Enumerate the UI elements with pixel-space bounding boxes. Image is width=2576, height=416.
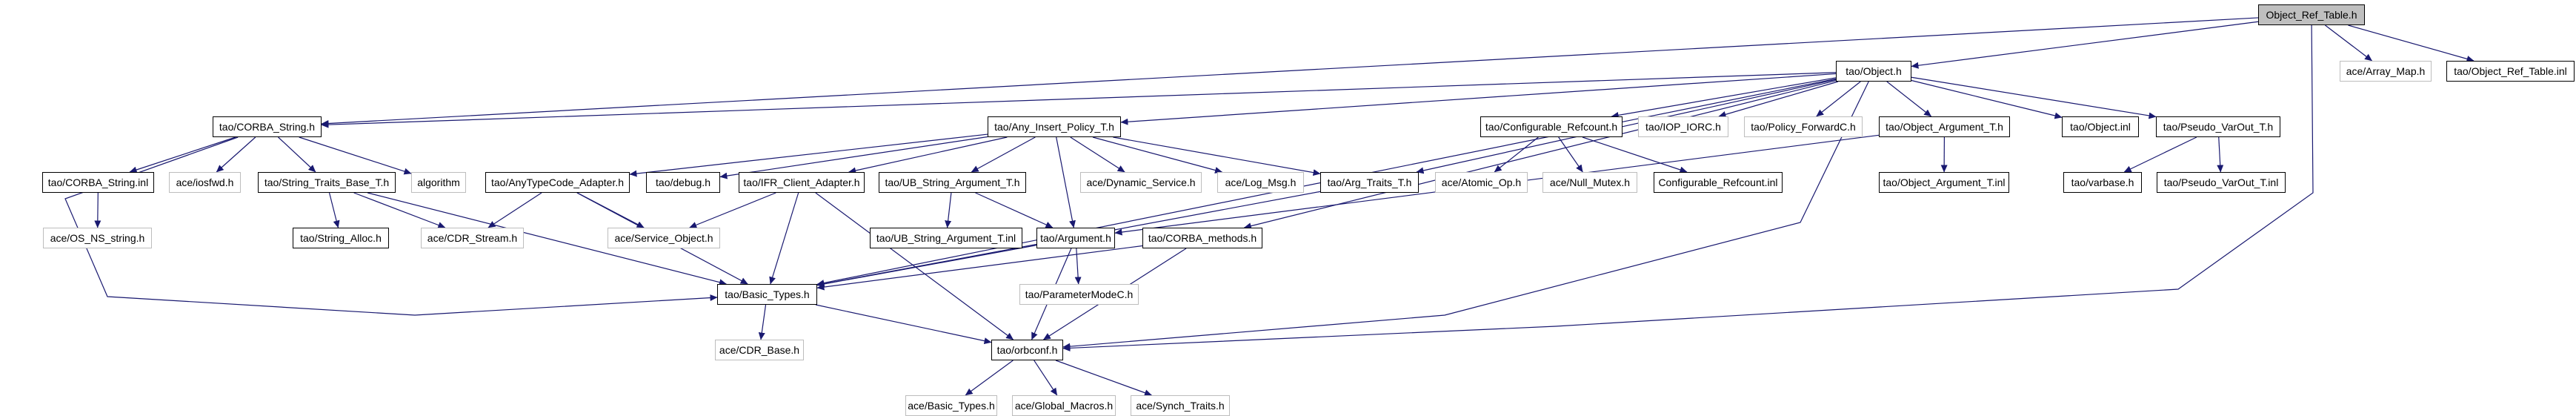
include-edge-any_insert-to-logmsg (1093, 137, 1222, 172)
graph-node-cdr_stream: ace/CDR_Stream.h (421, 228, 524, 248)
include-edge-stb-to-string_alloc (330, 193, 339, 228)
include-edge-any_insert-to-ifr (849, 137, 1008, 172)
include-edge-any_insert-to-arg_traits (1113, 137, 1320, 174)
include-edge-any_insert-to-argument (1056, 137, 1074, 228)
graph-node-pseudo_h[interactable]: tao/Pseudo_VarOut_T.h (2156, 116, 2280, 137)
include-edge-basic_types-to-orbconf (816, 305, 991, 343)
graph-node-algorithm: algorithm (411, 172, 466, 193)
graph-node-iop_iorc: tao/IOP_IORC.h (1638, 116, 1728, 137)
graph-node-anytc[interactable]: tao/AnyTypeCode_Adapter.h (485, 172, 630, 193)
include-edge-conf_refcount-to-nullmx (1559, 137, 1583, 172)
graph-node-osns: ace/OS_NS_string.h (43, 228, 152, 248)
graph-node-ub_h[interactable]: tao/UB_String_Argument_T.h (879, 172, 1026, 193)
include-edge-root-to-object (1911, 22, 2258, 66)
graph-node-object[interactable]: tao/Object.h (1836, 61, 1911, 82)
include-edge-pseudo_h-to-varbase (2124, 137, 2197, 172)
include-edge-pseudo_h-to-pseudo_inl (2219, 137, 2221, 172)
graph-node-ifr[interactable]: tao/IFR_Client_Adapter.h (739, 172, 865, 193)
include-edge-root-to-ort_inl (2348, 25, 2474, 61)
graph-node-cs_inl[interactable]: tao/CORBA_String.inl (42, 172, 154, 193)
include-edge-corba_string-to-algorithm (299, 137, 411, 174)
graph-node-debug[interactable]: tao/debug.h (646, 172, 720, 193)
graph-node-logmsg: ace/Log_Msg.h (1217, 172, 1304, 193)
graph-node-ace_st: ace/Synch_Traits.h (1131, 395, 1230, 416)
include-edge-ub_h-to-argument (976, 193, 1053, 228)
include-edge-orbconf-to-ace_gm (1034, 360, 1057, 395)
include-edge-corba_string-to-cs_inl (130, 137, 236, 172)
include-edge-corba_methods-to-basic_types (817, 245, 1142, 288)
graph-node-root: Object_Ref_Table.h (2258, 4, 2365, 25)
graph-node-any_insert[interactable]: tao/Any_Insert_Policy_T.h (988, 116, 1121, 137)
graph-node-parammode: tao/ParameterModeC.h (1019, 284, 1139, 305)
graph-node-nullmx: ace/Null_Mutex.h (1542, 172, 1637, 193)
include-edge-object-to-corba_methods (1244, 81, 1836, 228)
graph-node-ace_bt: ace/Basic_Types.h (905, 395, 997, 416)
graph-node-ub_inl[interactable]: tao/UB_String_Argument_T.inl (870, 228, 1022, 248)
include-edge-any_insert-to-anytc (630, 134, 988, 174)
include-edge-stb-to-cdr_stream (354, 193, 445, 228)
graph-node-cdr_base: ace/CDR_Base.h (715, 340, 804, 360)
include-edge-object-to-conf_refcount (1611, 78, 1836, 116)
graph-node-varbase[interactable]: tao/varbase.h (2063, 172, 2142, 193)
graph-node-string_alloc[interactable]: tao/String_Alloc.h (293, 228, 389, 248)
include-edge-any_insert-to-dynsvc (1071, 137, 1125, 172)
include-edge-orbconf-to-ace_bt (965, 360, 1013, 395)
graph-node-conf_refcount[interactable]: tao/Configurable_Refcount.h (1480, 116, 1623, 137)
graph-node-object_inl[interactable]: tao/Object.inl (2062, 116, 2139, 137)
graph-node-corba_methods[interactable]: tao/CORBA_methods.h (1142, 228, 1262, 248)
include-edge-object-to-obj_arg_t (1887, 82, 1931, 116)
graph-node-dynsvc: ace/Dynamic_Service.h (1080, 172, 1202, 193)
graph-node-conf_inl[interactable]: Configurable_Refcount.inl (1654, 172, 1783, 193)
graph-node-array_map: ace/Array_Map.h (2340, 61, 2432, 82)
graph-node-arg_traits[interactable]: tao/Arg_Traits_T.h (1320, 172, 1419, 193)
graph-node-ace_gm: ace/Global_Macros.h (1012, 395, 1116, 416)
include-edge-corba_string-to-basic_types (65, 137, 717, 315)
graph-node-orbconf[interactable]: tao/orbconf.h (991, 340, 1063, 360)
graph-node-policy_fwd: tao/Policy_ForwardC.h (1744, 116, 1863, 137)
include-edge-ub_h-to-ub_inl (948, 193, 951, 228)
graph-node-obj_arg_inl[interactable]: tao/Object_Argument_T.inl (1879, 172, 2009, 193)
graph-node-iosfwd: ace/iosfwd.h (169, 172, 241, 193)
include-edge-root-to-array_map (2325, 25, 2372, 61)
graph-node-corba_string[interactable]: tao/CORBA_String.h (213, 116, 322, 137)
include-edge-cs_inl-to-osns (98, 193, 99, 228)
include-edge-root-to-corba_string (322, 18, 2258, 124)
graph-node-service_obj: ace/Service_Object.h (608, 228, 720, 248)
include-edge-ifr-to-basic_types (771, 193, 799, 284)
graph-node-stb[interactable]: tao/String_Traits_Base_T.h (258, 172, 396, 193)
graph-node-basic_types[interactable]: tao/Basic_Types.h (717, 284, 817, 305)
include-edge-conf_refcount-to-atomic (1494, 137, 1538, 172)
include-edge-any_insert-to-ub_h (971, 137, 1035, 172)
graph-node-argument[interactable]: tao/Argument.h (1036, 228, 1115, 248)
include-edge-basic_types-to-cdr_base (761, 305, 766, 340)
include-edge-object-to-object_inl (1911, 81, 2062, 118)
graph-node-atomic: ace/Atomic_Op.h (1435, 172, 1528, 193)
include-edge-object-to-any_insert (1121, 73, 1836, 122)
include-edge-ifr-to-service_obj (690, 193, 776, 228)
graph-node-ort_inl[interactable]: tao/Object_Ref_Table.inl (2446, 61, 2575, 82)
graph-node-obj_arg_t[interactable]: tao/Object_Argument_T.h (1879, 116, 2010, 137)
include-edge-corba_string-to-stb (279, 137, 316, 172)
include-edge-anytc-to-cdr_stream (488, 193, 542, 228)
include-edge-orbconf-to-ace_st (1056, 360, 1151, 395)
graph-node-pseudo_inl[interactable]: tao/Pseudo_VarOut_T.inl (2157, 172, 2286, 193)
